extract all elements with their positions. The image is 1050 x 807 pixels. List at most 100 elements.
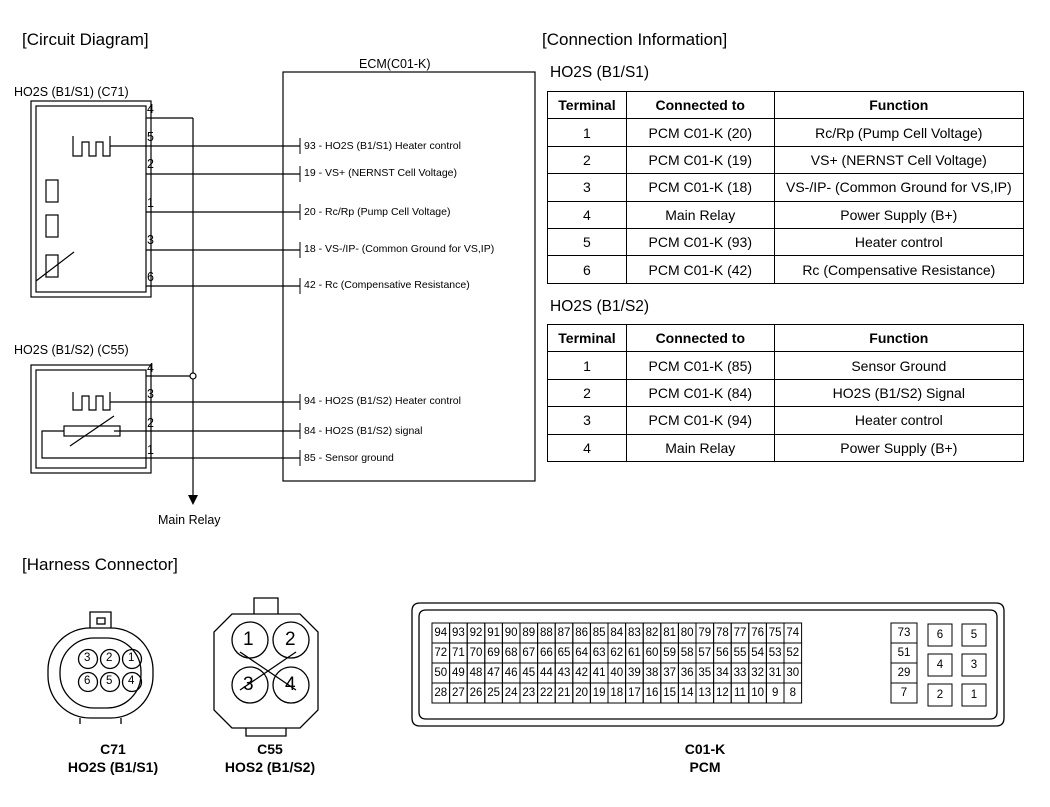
c55-pin: 4 [285, 674, 296, 695]
c01k-pin: 8 [789, 687, 796, 699]
connected-cell: PCM C01-K (42) [625, 255, 775, 284]
c01k-pin: 32 [751, 667, 764, 679]
c01k-pin: 89 [522, 627, 536, 639]
ecm-terminal-label: 20 - Rc/Rp (Pump Cell Voltage) [304, 206, 451, 218]
c01k-pin: 48 [469, 667, 483, 679]
ecm-terminal-label: 93 - HO2S (B1/S1) Heater control [304, 140, 461, 152]
c71-caption: C71 HO2S (B1/S1) [58, 740, 168, 776]
s1-pin: 5 [147, 130, 154, 144]
c01k-pin: 49 [451, 667, 465, 679]
s2-pin: 4 [147, 361, 154, 375]
c01k-pin: 11 [734, 687, 746, 699]
function-cell: VS+ (NERNST Cell Voltage) [773, 145, 1025, 175]
c71-pin: 6 [84, 675, 91, 687]
function-cell: Rc (Compensative Resistance) [773, 255, 1025, 284]
c01k-pin: 15 [663, 687, 676, 699]
sensor1-title: HO2S (B1/S1) (C71) [14, 85, 129, 99]
s1-pin: 6 [147, 270, 154, 284]
c01k-pin: 83 [627, 627, 641, 639]
c01k-pin: 30 [786, 667, 800, 679]
c01k-pin: 7 [900, 687, 908, 699]
c01k-pin: 2 [936, 689, 944, 701]
connected-cell: PCM C01-K (19) [625, 145, 775, 175]
c01k-pin: 71 [451, 647, 465, 659]
c01k-pin: 13 [698, 687, 712, 699]
function-cell: Rc/Rp (Pump Cell Voltage) [773, 118, 1025, 147]
sensor2-title: HO2S (B1/S2) (C55) [14, 343, 129, 357]
c01k-pin: 69 [487, 647, 500, 659]
c01k-pin: 73 [897, 627, 911, 639]
c01k-pin: 31 [768, 667, 782, 679]
terminal-cell: 6 [547, 255, 627, 284]
c01k-pin: 23 [522, 687, 536, 699]
c55-pin: 1 [243, 629, 254, 650]
c71-pin: 1 [128, 652, 135, 664]
c01k-pin: 61 [627, 647, 641, 659]
c01k-pin: 67 [522, 647, 536, 659]
c01k-pin: 6 [936, 629, 944, 641]
c01k-pin: 39 [627, 667, 641, 679]
pin-cell [890, 682, 918, 704]
s2-pin: 3 [147, 387, 154, 401]
c01k-pin: 64 [575, 647, 588, 659]
c01k-pin: 16 [645, 687, 659, 699]
pin-cell [927, 683, 953, 707]
c55-name: C55 [257, 741, 283, 757]
connected-cell: PCM C01-K (93) [625, 227, 775, 257]
c01k-pin: 74 [786, 627, 800, 639]
c01k-pin: 75 [768, 627, 782, 639]
c01k-pin: 4 [936, 659, 944, 671]
function-cell: Power Supply (B+) [773, 433, 1025, 462]
c01k-pin: 90 [504, 627, 518, 639]
harness-connector-heading: [Harness Connector] [22, 555, 178, 574]
c01k-pin: 63 [592, 647, 606, 659]
table1-title: HO2S (B1/S1) [550, 64, 650, 81]
c01k-pin: 86 [575, 627, 588, 639]
s1-pin: 1 [147, 196, 154, 210]
c01k-pin: 87 [557, 627, 571, 639]
c01k-pin: 91 [487, 627, 500, 639]
header-function: Function [773, 90, 1025, 120]
table2-title: HO2S (B1/S2) [550, 298, 650, 315]
table-header-row: Terminal Connected to Function [547, 90, 1025, 120]
pin-cell [961, 623, 987, 647]
ecm-terminal-label: 84 - HO2S (B1/S2) signal [304, 425, 423, 437]
c01k-pin: 37 [663, 667, 676, 679]
c01k-pin: 3 [970, 659, 978, 671]
s1-pin: 3 [147, 233, 154, 247]
c01k-pin: 21 [557, 687, 571, 699]
ecm-terminal-label: 85 - Sensor ground [304, 452, 394, 464]
c01k-pin: 10 [751, 687, 764, 699]
c01k-pin: 92 [469, 627, 483, 639]
c01k-pin: 24 [504, 687, 518, 699]
function-cell: Sensor Ground [773, 351, 1025, 380]
c01k-pin: 65 [557, 647, 571, 659]
c01k-pin: 26 [469, 687, 483, 699]
c01k-pin: 19 [592, 687, 606, 699]
c01k-pin: 80 [680, 627, 694, 639]
connection-information-heading: [Connection Information] [542, 30, 728, 49]
c01k-pin: 54 [751, 647, 764, 659]
c01k-pin: 5 [970, 629, 978, 641]
main-relay-label: Main Relay [158, 513, 221, 527]
header-terminal: Terminal [547, 90, 627, 120]
c01k-pin: 33 [733, 667, 747, 679]
c01k-label: PCM [689, 759, 721, 775]
c01k-pin: 14 [680, 687, 694, 699]
c01k-pin: 12 [715, 687, 729, 699]
pin-cell [961, 683, 987, 707]
c01k-caption: C01-K PCM [655, 740, 755, 776]
c01k-pin: 81 [663, 627, 676, 639]
c71-label: HO2S (B1/S1) [67, 759, 159, 775]
c01k-connector [411, 602, 1005, 727]
c71-pin: 4 [128, 675, 135, 687]
c01k-pin: 36 [680, 667, 694, 679]
c71-pin: 2 [106, 652, 113, 664]
